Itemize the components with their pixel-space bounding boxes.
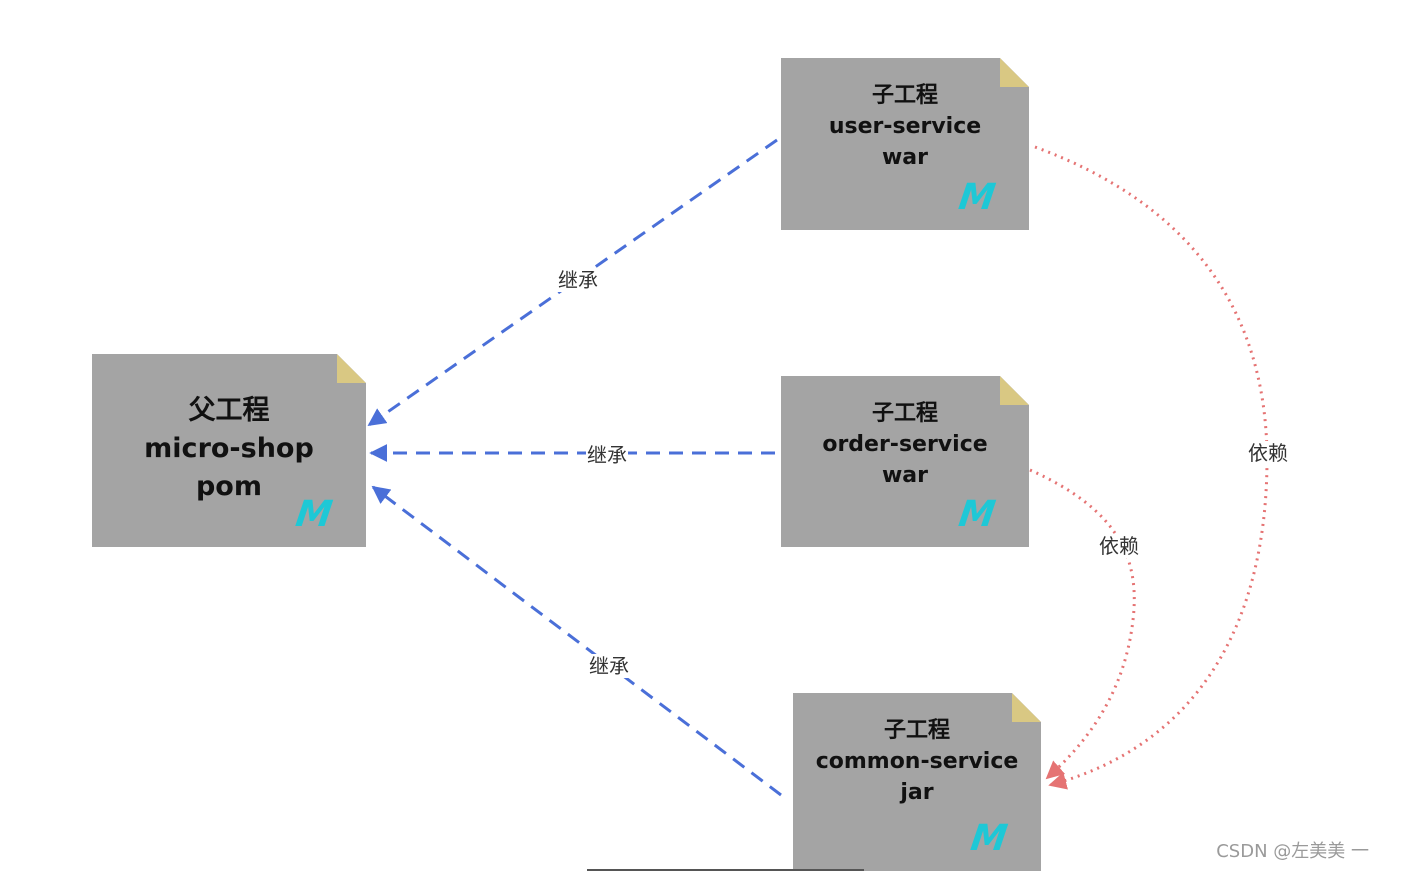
depend-label-order: 依赖 xyxy=(1098,534,1140,558)
bottom-divider xyxy=(587,869,864,871)
maven-icon: M xyxy=(293,494,335,535)
common-service-node[interactable]: 子工程 common-service jar M xyxy=(793,693,1041,871)
node-packaging: war xyxy=(881,463,929,488)
node-artifact: common-service xyxy=(815,749,1019,774)
maven-icon: M xyxy=(968,818,1010,859)
inherit-label-common: 继承 xyxy=(588,654,630,678)
watermark: CSDN @左美美 一 xyxy=(1216,841,1369,862)
node-artifact: user-service xyxy=(828,114,982,139)
node-label: 父工程 micro-shop pom xyxy=(92,392,366,506)
node-title: 子工程 xyxy=(871,401,938,426)
inherit-edge-user xyxy=(367,138,778,427)
maven-icon: M xyxy=(956,494,998,535)
maven-icon: M xyxy=(956,177,998,218)
user-service-node[interactable]: 子工程 user-service war M xyxy=(781,58,1029,230)
node-packaging: jar xyxy=(900,780,934,805)
inherit-label-order: 继承 xyxy=(586,443,628,467)
node-title: 父工程 xyxy=(188,395,270,426)
node-title: 子工程 xyxy=(883,718,950,743)
node-label: 子工程 common-service jar xyxy=(793,715,1041,808)
parent-project-node[interactable]: 父工程 micro-shop pom M xyxy=(92,354,366,547)
inherit-edge-common xyxy=(371,485,782,797)
node-artifact: order-service xyxy=(822,432,988,457)
node-packaging: pom xyxy=(195,471,262,502)
node-title: 子工程 xyxy=(871,83,938,108)
depend-edge-user xyxy=(1034,145,1269,790)
depend-edge-order xyxy=(1029,468,1136,780)
node-label: 子工程 user-service war xyxy=(781,80,1029,173)
order-service-node[interactable]: 子工程 order-service war M xyxy=(781,376,1029,547)
node-label: 子工程 order-service war xyxy=(781,398,1029,491)
inherit-label-user: 继承 xyxy=(557,268,599,292)
node-artifact: micro-shop xyxy=(144,433,314,464)
depend-label-user: 依赖 xyxy=(1247,441,1289,465)
node-packaging: war xyxy=(881,145,929,170)
